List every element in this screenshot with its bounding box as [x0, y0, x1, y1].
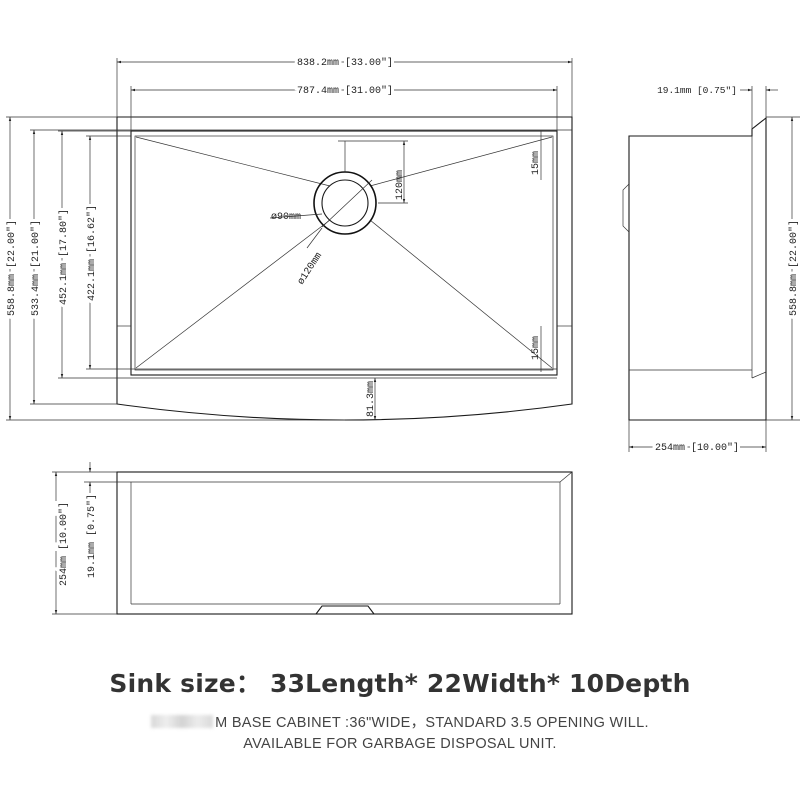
slope-line	[135, 219, 331, 369]
label-flange-diameter: ø120mm	[296, 251, 325, 287]
dim-front-deck: 19.1mm [0.75"]	[86, 494, 98, 578]
bowl-outline	[130, 130, 558, 376]
slope-line	[369, 136, 553, 187]
dim-deck-thickness: 19.1mm [0.75"]	[657, 85, 737, 96]
side-view-outline	[628, 116, 767, 421]
drain-hole	[321, 179, 369, 227]
label-bottom-gap: 15mm	[531, 336, 542, 360]
top-view: 838.2mm [33.00"] 787.4mm [31.00"] 558.8m…	[3, 54, 573, 421]
front-view-outline	[116, 471, 573, 615]
dim-bowl-depth: 254mm [10.00"]	[655, 442, 739, 454]
cabinet-note-text: M BASE CABINET :36"WIDE，STANDARD 3.5 OPE…	[215, 715, 649, 731]
dim-overall-width: 838.2mm [33.00"]	[297, 57, 393, 69]
dim-inner-width: 787.4mm [31.00"]	[297, 85, 393, 97]
slope-line	[369, 219, 553, 369]
label-top-gap: 15mm	[531, 151, 542, 175]
top-view-outline	[116, 116, 573, 421]
drain-flange	[313, 171, 377, 235]
dim-total-depth: 558.8mm [22.00"]	[788, 220, 800, 316]
label-drain-offset: 120mm	[395, 170, 406, 200]
slope-line	[135, 136, 331, 187]
sink-size-title: Sink size： 33Length* 22Width* 10Depth	[109, 669, 691, 698]
label-apron-depth: 81.3mm	[366, 381, 377, 417]
dim-inner-length: 422.1mm [16.62"]	[86, 205, 98, 301]
side-view: 19.1mm [0.75"] 558.8mm [22.00"] 254mm [1…	[622, 85, 800, 457]
front-view: 254mm [10.00"] 19.1mm [0.75"]	[52, 462, 573, 615]
dim-overall-length: 558.8mm [22.00"]	[6, 220, 18, 316]
blurred-text	[151, 715, 214, 728]
drain-profile	[315, 605, 375, 615]
dim-front-height: 254mm [10.00"]	[58, 502, 70, 586]
dim-bowl-length: 452.1mm [17.80"]	[58, 209, 70, 305]
cabinet-note-line1: M BASE CABINET :36"WIDE，STANDARD 3.5 OPE…	[0, 711, 800, 732]
dim-front-length: 533.4mm [21.00"]	[30, 220, 42, 316]
cabinet-note-line2: AVAILABLE FOR GARBAGE DISPOSAL UNIT.	[243, 736, 557, 752]
label-drain-diameter: ø90mm	[271, 212, 301, 223]
